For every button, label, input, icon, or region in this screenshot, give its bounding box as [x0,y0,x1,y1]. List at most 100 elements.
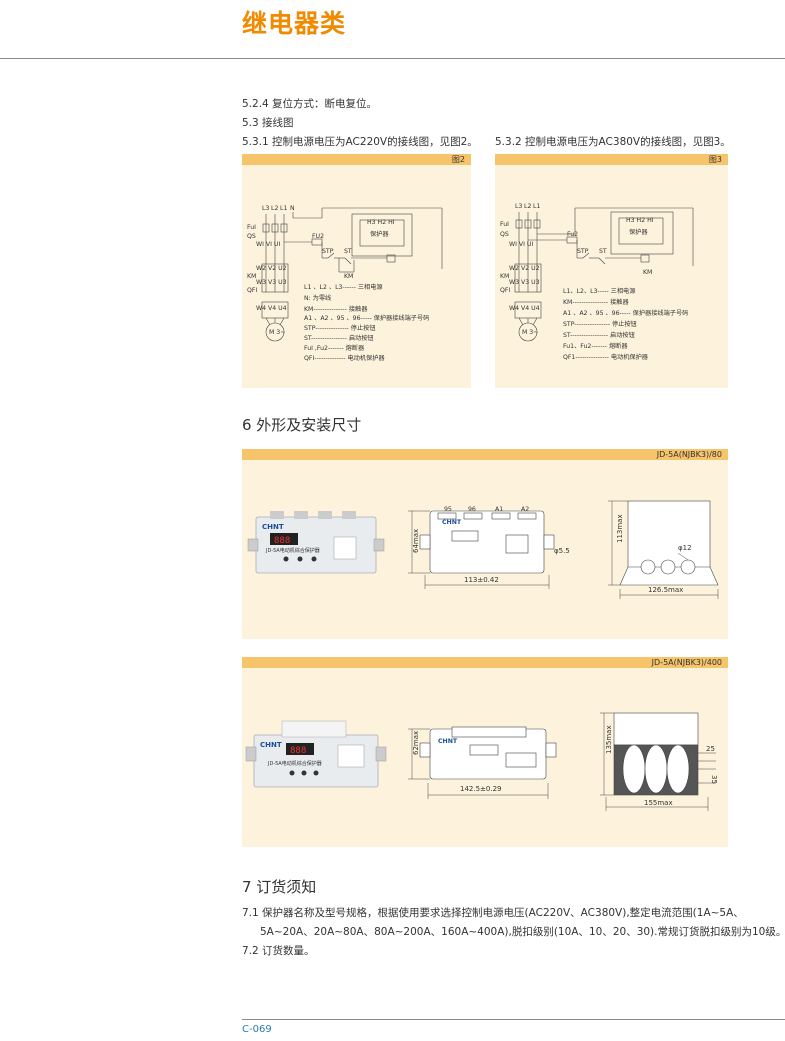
dims80-height: 64max [412,529,420,553]
dims-400-panel: JD-5A(NJBK3)/400 CHNT 888 JD-5A电动机综合保护器 … [242,657,728,847]
page-number: C-069 [242,1024,272,1035]
fig3-row3: W3 V3 U3 [509,279,540,286]
dims400-photo-display: 888 [290,746,306,756]
fig3-row1: WI VI UI [509,241,533,248]
dims80-terminal-95: 95 [444,506,452,513]
fig3-legend-6: Fu1、Fu2------- 熔断器 [563,342,628,350]
dims400-photo-brand: CHNT [260,741,282,749]
section-7-heading: 7 订货须知 [242,878,317,896]
fig3-fuse: FuI [500,221,509,228]
fig2-row3: W3 V3 U3 [256,279,287,286]
figure-2-label: 图2 [451,155,465,164]
fig2-legend-4: A1 、A2 、95 、96----- 保护器接线端子号码 [304,314,429,322]
dims80-photo-brand: CHNT [262,523,284,531]
fig3-fu2: Fu2 [567,231,578,238]
fig2-stp: STP [322,248,334,255]
fig2-qs: QS [247,233,256,240]
fig2-legend-6: ST---------------- 启动按钮 [304,334,374,342]
fig2-st: ST [344,248,352,255]
section-5-2-4: 5.2.4 复位方式：断电复位。 [242,98,378,110]
fig2-legend-7: FuI ,Fu2------- 熔断器 [304,344,365,352]
dims-80-model: JD-5A(NJBK3)/80 [656,450,722,459]
dims400-d2: 35 [710,775,718,784]
fig2-row2: W2 V2 U2 [256,265,287,272]
figure-3-bar: 图3 [495,154,728,165]
fig2-h-terms: H3 H2 HI [367,219,395,226]
footer-divider [242,1019,785,1020]
fig3-stp: STP [577,248,589,255]
dims400-d1: 25 [706,745,715,753]
dims80-hole: φ5.5 [554,547,570,555]
fig2-km-coil: KM [344,273,353,280]
fig2-row1: WI VI UI [256,241,280,248]
fig2-terminal-n: N [290,205,295,212]
section-5-3: 5.3 接线图 [242,117,294,129]
wiring-diagram-380v: L3 L2 L1 FuI QS WI VI UI W2 V2 U2 KM W3 … [500,203,694,361]
section-5-3-1: 5.3.1 控制电源电压为AC220V的接线图，见图2。 [242,136,478,148]
dims400-photo-device-name: JD-5A电动机综合保护器 [267,760,322,767]
fig2-legend-5: STP--------------- 停止按钮 [304,324,376,332]
fig2-legend-3: KM--------------- 接触器 [304,305,368,313]
dims400-front-brand: CHNT [438,738,458,745]
section-7-2: 7.2 订货数量。 [242,945,315,957]
section-5-3-2: 5.3.2 控制电源电压为AC380V的接线图，见图3。 [495,136,731,148]
dims400-height3: 135max [605,725,613,754]
fig3-row2: W2 V2 U2 [509,265,540,272]
section-6-heading: 6 外形及安装尺寸 [242,416,362,434]
fig2-legend-2: N: 为零线 [304,294,331,302]
fig2-qf: QFI [247,287,257,294]
fig2-terminal-l1: L1 [280,205,287,212]
fig3-legend-4: STP---------------- 停止按钮 [563,320,637,328]
fig3-legend-1: L1、L2、L3----- 三相电源 [563,287,635,295]
dims-400-bar: JD-5A(NJBK3)/400 [242,657,728,668]
fig2-motor: M 3~ [269,329,285,336]
dims80-height3: 113max [616,514,624,543]
wiring-diagram-220v: L3 L2 L1 N FuI QS WI VI UI W2 V2 U2 KM W… [247,205,443,362]
fig3-legend-2: KM---------------- 接触器 [563,298,629,306]
dims80-terminal-a2: A2 [521,506,529,513]
fig2-legend-1: L1 、L2 、L3------ 三相电源 [304,283,383,291]
dims-80-bar: JD-5A(NJBK3)/80 [242,449,728,460]
fig2-protector: 保护器 [370,230,389,238]
dims80-terminal-a1: A1 [495,506,503,513]
section-7-1-line-1: 7.1 保护器名称及型号规格，根据使用要求选择控制电源电压(AC220V、AC3… [242,907,744,919]
fig3-qf: QFI [500,287,510,294]
header-divider [0,58,785,59]
fig3-qs: QS [500,231,509,238]
dims-400-model: JD-5A(NJBK3)/400 [651,658,722,667]
page-title: 继电器类 [242,9,347,38]
fig3-protector: 保护器 [629,228,648,236]
fig3-terminal-l1: L1 [533,203,540,210]
figure-2-bar: 图2 [242,154,471,165]
dims80-terminal-96: 96 [468,506,476,513]
figure-3-panel: 图3 L3 L2 L1 FuI QS WI VI UI W2 V2 U2 KM … [495,154,728,388]
fig2-fu2: FU2 [312,233,324,240]
fig2-km: KM [247,273,256,280]
fig3-terminal-l3: L3 [515,203,522,210]
dims80-front-brand: CHNT [442,519,462,526]
fig3-legend-3: A1 、A2 、95 、96----- 保护器接线端子号码 [563,309,688,317]
dims80-width3: 126.5max [648,586,683,594]
fig2-legend-8: QFI-------------- 电动机保护器 [304,354,385,362]
dims80-photo-device-name: JD-5A电动机综合保护器 [265,547,320,554]
fig2-row4: W4 V4 U4 [256,305,287,312]
dims80-photo-display: 888 [274,536,290,546]
fig3-legend-5: ST----------------- 启动按钮 [563,331,635,339]
fig3-km-coil: KM [643,269,652,276]
figure-3-label: 图3 [708,155,722,164]
fig3-legend-7: QF1--------------- 电动机保护器 [563,353,649,361]
fig2-terminal-l3: L3 [262,205,269,212]
dims-80-drawing: CHNT 888 JD-5A电动机综合保护器 CHNT 95 96 A1 A2 … [247,500,719,599]
fig2-terminal-l2: L2 [271,205,278,212]
fig3-terminal-l2: L2 [524,203,531,210]
fig3-st: ST [599,248,607,255]
section-7-1-line-2: 5A~20A、20A~80A、80A~200A、160A~400A),脱扣级别(… [260,926,785,938]
dims400-height: 62max [412,731,420,755]
figure-2-panel: 图2 L3 L2 L1 N FuI QS WI VI UI W2 V2 U2 K… [242,154,471,388]
dims-400-drawing: CHNT 888 JD-5A电动机综合保护器 CHNT 62max 142.5±… [245,712,718,811]
fig2-fuse: FuI [247,224,256,231]
dims80-width: 113±0.42 [464,576,499,584]
dims400-width3: 155max [644,799,673,807]
dims80-dia: φ12 [678,544,692,552]
fig3-motor: M 3~ [522,329,538,336]
